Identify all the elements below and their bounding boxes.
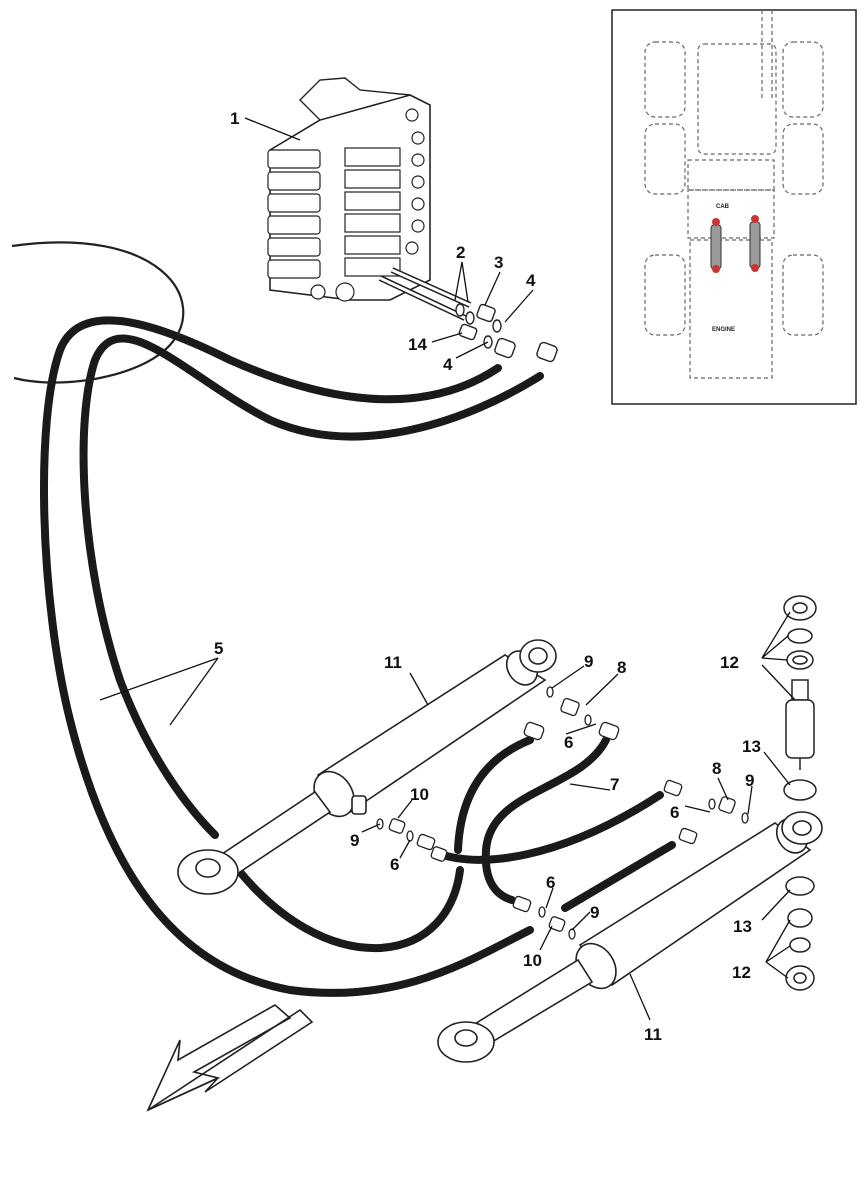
callout-6-b: 6 — [670, 803, 679, 822]
cylinder-lower — [437, 811, 823, 1063]
callout-11-lower: 11 — [644, 1025, 662, 1044]
cylinder-fittings — [376, 686, 749, 940]
callout-3: 3 — [494, 253, 503, 272]
inset-cylinder-right — [749, 221, 761, 269]
callout-6-a: 6 — [564, 733, 573, 752]
inset-marker-left-bottom — [712, 265, 720, 273]
callout-4-upper: 4 — [526, 271, 536, 290]
callout-7: 7 — [610, 775, 619, 794]
callout-6-d: 6 — [546, 873, 555, 892]
callout-13-lower: 13 — [733, 917, 752, 936]
locator-inset: CAB ENGINE — [611, 9, 857, 405]
engine-label: ENGINE — [712, 327, 735, 333]
callout-6-c: 6 — [390, 855, 399, 874]
callout-10-a: 10 — [410, 785, 429, 804]
callout-2: 2 — [456, 243, 465, 262]
callout-1: 1 — [230, 109, 239, 128]
hose-set-7 — [436, 736, 676, 912]
callout-9-b: 9 — [745, 771, 754, 790]
callouts: 1 2 3 4 14 4 5 11 9 8 6 7 8 9 6 10 9 6 6… — [214, 109, 761, 1044]
arrow-down-left-icon — [146, 1004, 314, 1112]
inset-marker-left-top — [712, 218, 720, 226]
callout-9-a: 9 — [584, 652, 593, 671]
leader-lines — [99, 117, 796, 1021]
valve-fittings — [455, 303, 558, 363]
inset-cylinder-left — [710, 224, 722, 270]
callout-10-b: 10 — [523, 951, 542, 970]
control-valve-block — [267, 77, 472, 321]
callout-8-a: 8 — [617, 658, 626, 677]
callout-9-d: 9 — [590, 903, 599, 922]
inset-marker-right-bottom — [751, 264, 759, 272]
hose-set-5 — [40, 316, 544, 997]
callout-9-c: 9 — [350, 831, 359, 850]
cab-label: CAB — [716, 204, 730, 210]
callout-12-lower: 12 — [732, 963, 751, 982]
inset-marker-right-top — [751, 215, 759, 223]
callout-12-upper: 12 — [720, 653, 739, 672]
cylinder-upper — [177, 639, 557, 895]
callout-13-upper: 13 — [742, 737, 761, 756]
callout-11-upper: 11 — [384, 653, 402, 672]
callout-8-b: 8 — [712, 759, 721, 778]
callout-4-lower: 4 — [443, 355, 453, 374]
callout-5: 5 — [214, 639, 223, 658]
pivot-pin-stack — [783, 595, 817, 991]
callout-14: 14 — [408, 335, 427, 354]
